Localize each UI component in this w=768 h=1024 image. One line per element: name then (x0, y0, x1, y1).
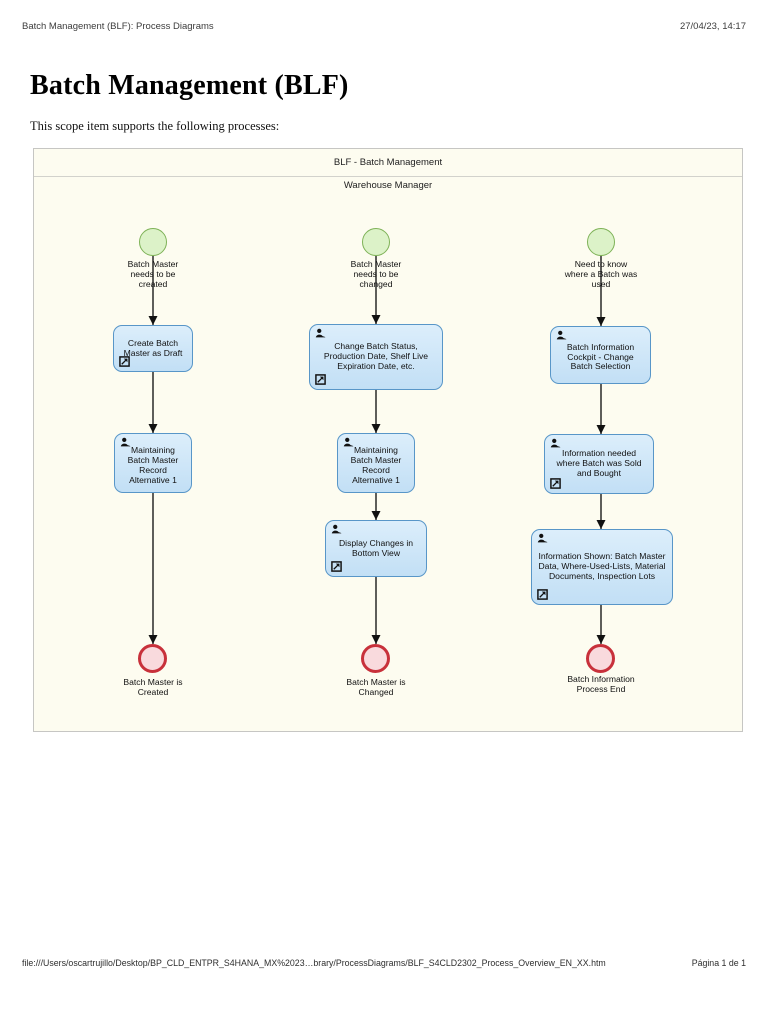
link-icon (331, 561, 342, 572)
task-label: Change Batch Status, Production Date, Sh… (323, 341, 429, 371)
task-maintain-batch-master-1: Maintaining Batch Master Record Alternat… (114, 433, 192, 493)
document-header-title: Batch Management (BLF): Process Diagrams (22, 21, 214, 32)
pdf-viewer-header: Batch Management (BLF): Process Diagrams… (22, 21, 746, 32)
end-event-label: Batch Master is Created (123, 677, 183, 697)
task-create-batch-master: Create Batch Master as Draft (113, 325, 193, 372)
link-icon (537, 589, 548, 600)
task-display-changes: Display Changes in Bottom View (325, 520, 427, 577)
document-header-datetime: 27/04/23, 14:17 (679, 21, 746, 32)
person-icon (120, 437, 131, 447)
task-label: Display Changes in Bottom View (338, 537, 414, 558)
task-label: Maintaining Batch Master Record Alternat… (127, 445, 179, 485)
person-icon (343, 437, 354, 447)
pool-title: BLF - Batch Management (333, 157, 443, 168)
task-information-shown: Information Shown: Batch Master Data, Wh… (531, 529, 673, 605)
intro-text: This scope item supports the following p… (30, 119, 280, 133)
end-event (361, 644, 390, 673)
start-event (587, 228, 615, 256)
person-icon (331, 524, 342, 534)
start-event-label: Batch Master needs to be changed (350, 259, 402, 289)
task-information-needed: Information needed where Batch was Sold … (544, 434, 654, 494)
task-batch-information-cockpit: Batch Information Cockpit - Change Batch… (550, 326, 651, 384)
task-label: Information needed where Batch was Sold … (556, 448, 642, 478)
pdf-viewer-footer: file:///Users/oscartrujillo/Desktop/BP_C… (22, 958, 746, 968)
person-icon (537, 533, 548, 543)
process-diagram-canvas: BLF - Batch Management Warehouse Manager… (33, 148, 743, 732)
end-event (586, 644, 615, 673)
person-icon (556, 330, 567, 340)
end-event (138, 644, 167, 673)
page-title: Batch Management (BLF) (30, 70, 349, 101)
link-icon (550, 478, 561, 489)
start-event-label: Batch Master needs to be created (127, 259, 179, 289)
end-event-label: Batch Master is Changed (346, 677, 406, 697)
task-label: Maintaining Batch Master Record Alternat… (350, 445, 402, 485)
pool-header: BLF - Batch Management (34, 149, 742, 177)
document-file-path: file:///Users/oscartrujillo/Desktop/BP_C… (22, 958, 606, 968)
link-icon (315, 374, 326, 385)
link-icon (119, 356, 130, 367)
page-number: Página 1 de 1 (691, 958, 746, 968)
start-event-label: Need to know where a Batch was used (564, 259, 638, 289)
task-label: Create Batch Master as Draft (123, 337, 183, 358)
end-event-label: Batch Information Process End (567, 674, 635, 694)
start-event (139, 228, 167, 256)
start-event (362, 228, 390, 256)
task-label: Batch Information Cockpit - Change Batch… (566, 341, 635, 372)
lane-title: Warehouse Manager (343, 180, 433, 191)
task-label: Information Shown: Batch Master Data, Wh… (538, 551, 666, 581)
person-icon (315, 328, 326, 338)
task-maintain-batch-master-2: Maintaining Batch Master Record Alternat… (337, 433, 415, 493)
task-change-batch-status: Change Batch Status, Production Date, Sh… (309, 324, 443, 390)
person-icon (550, 438, 561, 448)
